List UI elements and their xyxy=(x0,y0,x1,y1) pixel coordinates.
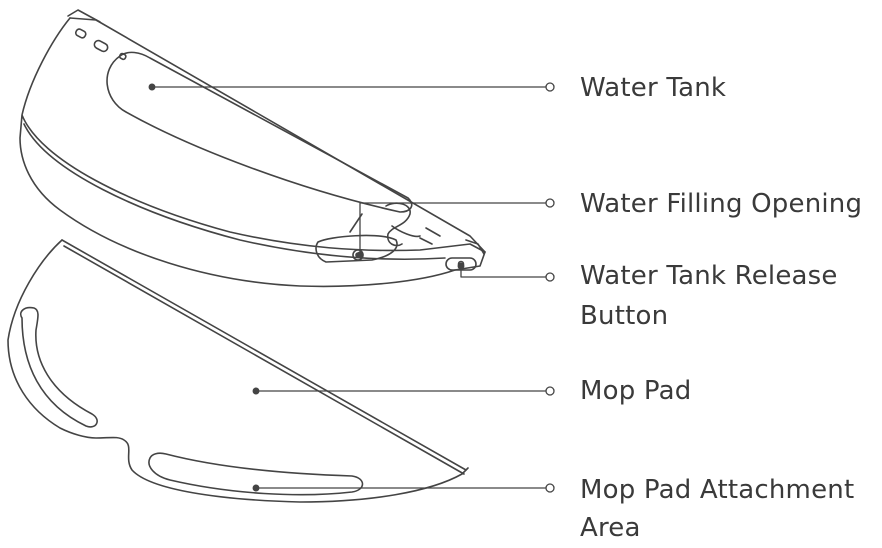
label-water-tank-release-button-line2: Button xyxy=(580,301,669,331)
leader-water-filling-opening xyxy=(356,198,555,259)
label-water-filling-opening: Water Filling Opening xyxy=(580,189,863,219)
label-water-tank-release-button-line1: Water Tank Release xyxy=(580,261,838,291)
label-mop-pad-attachment-area-line1: Mop Pad Attachment xyxy=(580,475,855,505)
mop-pad-illustration xyxy=(7,239,469,503)
water-tank-illustration xyxy=(19,9,486,288)
leader-water-tank xyxy=(148,82,555,92)
leader-water-tank-release-button xyxy=(457,262,555,282)
leader-lines xyxy=(148,82,555,493)
label-mop-pad-attachment-area-line2: Area xyxy=(580,513,641,543)
label-water-tank: Water Tank xyxy=(580,73,727,103)
leader-mop-pad-attachment-area xyxy=(252,483,555,493)
label-mop-pad: Mop Pad xyxy=(580,376,692,406)
leader-mop-pad xyxy=(252,386,555,396)
